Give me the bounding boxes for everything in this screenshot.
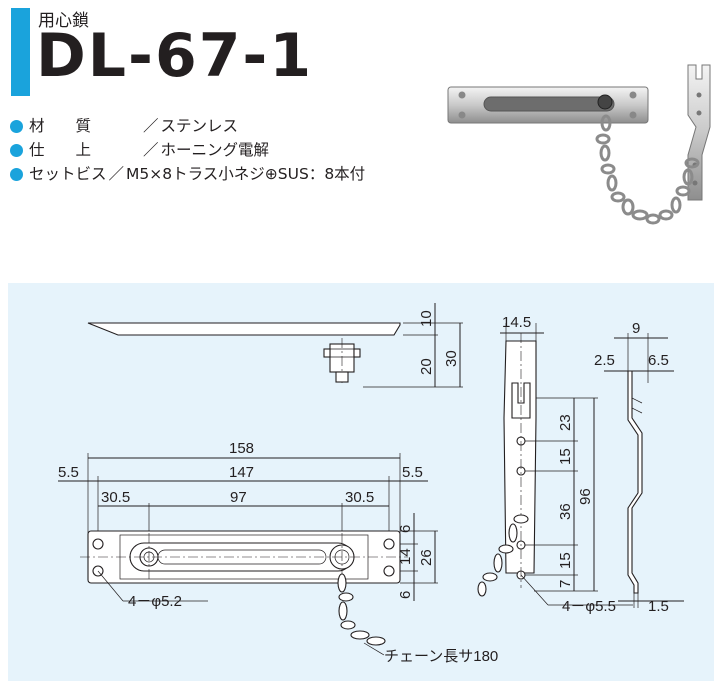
- dim-6-5: 6.5: [648, 352, 669, 369]
- technical-drawing-panel: 10 20 30 158 147 5.5 5.5 30.5 97 30.5: [8, 283, 714, 681]
- slide-plate-chain: [477, 514, 529, 597]
- dim-2-5: 2.5: [594, 352, 615, 369]
- spec-label: 仕 上: [29, 141, 92, 159]
- spec-row-screws: セットビス ／ M5×8トラス小ネジ⊕SUS：8本付: [10, 162, 365, 186]
- front-view-chain: [337, 573, 386, 646]
- dim-158: 158: [229, 440, 254, 457]
- slide-plate-front: [503, 333, 537, 588]
- slide-plate-dimensions: 14.5 23 15 36 15 7 96 4－φ5.5: [500, 314, 633, 615]
- spec-value: ステンレス: [160, 117, 239, 135]
- dim-30: 30: [443, 350, 460, 367]
- dim-20: 20: [418, 358, 435, 375]
- dim-30-5-right: 30.5: [345, 489, 374, 506]
- hole-note-left: 4－φ5.2: [128, 593, 182, 610]
- dim-97: 97: [230, 489, 247, 506]
- photo-chain: [595, 114, 700, 225]
- dim-147: 147: [229, 464, 254, 481]
- dim-10: 10: [418, 310, 435, 327]
- model-number: DL-67-1: [36, 21, 314, 91]
- front-view-dimension-lines: 158 147 5.5 5.5 30.5 97 30.5: [58, 440, 428, 558]
- title-accent-bar: [11, 8, 30, 96]
- dim-5-5-right: 5.5: [402, 464, 423, 481]
- dim-15-bottom: 15: [557, 552, 574, 569]
- product-photo: [447, 64, 711, 225]
- dim-23: 23: [557, 414, 574, 431]
- side-view-dimensions: 10 20 30: [363, 303, 463, 388]
- dim-14: 14: [397, 548, 414, 565]
- photo-base-plate: [447, 86, 649, 124]
- dim-36: 36: [557, 503, 574, 520]
- hole-note-right: 4－φ5.5: [562, 598, 616, 615]
- bullet-icon: [10, 119, 23, 133]
- dim-15-top: 15: [557, 448, 574, 465]
- dim-14-5: 14.5: [502, 314, 531, 331]
- spec-value: ホーニング電解: [160, 141, 270, 159]
- dim-26: 26: [418, 549, 435, 566]
- dim-7: 7: [557, 580, 574, 588]
- dim-9: 9: [632, 320, 640, 337]
- spec-value: M5×8トラス小ネジ⊕SUS：8本付: [126, 165, 366, 183]
- spec-separator: ／: [108, 165, 125, 183]
- product-subtitle: 用心鎖: [38, 11, 89, 31]
- spec-row-material: 材 質 ／ ステンレス: [10, 114, 365, 138]
- dim-30-5-left: 30.5: [101, 489, 130, 506]
- dim-6-bottom: 6: [397, 591, 414, 599]
- spec-separator: ／: [143, 117, 159, 135]
- dim-5-5-left: 5.5: [58, 464, 79, 481]
- dim-1-5: 1.5: [648, 598, 669, 615]
- dim-6-top: 6: [397, 525, 414, 533]
- front-view-height-dims: 6 14 6 26: [397, 513, 438, 601]
- spec-row-finish: 仕 上 ／ ホーニング電解: [10, 138, 365, 162]
- front-view-base-plate: [80, 530, 408, 584]
- side-view-base: [87, 322, 401, 383]
- spec-list: 材 質 ／ ステンレス 仕 上 ／ ホーニング電解 セットビス ／ M5×8トラ…: [10, 114, 365, 186]
- spec-label: 材 質: [29, 117, 92, 135]
- technical-drawing: 10 20 30 158 147 5.5 5.5 30.5 97 30.5: [58, 303, 684, 665]
- bullet-icon: [10, 143, 23, 157]
- spec-separator: ／: [143, 141, 159, 159]
- spec-label: セットビス: [29, 165, 107, 183]
- bullet-icon: [10, 167, 23, 181]
- slide-plate-side: [627, 370, 643, 594]
- slide-side-dimensions: 9 2.5 6.5 1.5: [594, 320, 684, 615]
- chain-length-note: チェーン長サ180: [384, 648, 498, 665]
- front-view-leaders: 4－φ5.2 チェーン長サ180: [97, 570, 498, 665]
- dim-96: 96: [577, 488, 594, 505]
